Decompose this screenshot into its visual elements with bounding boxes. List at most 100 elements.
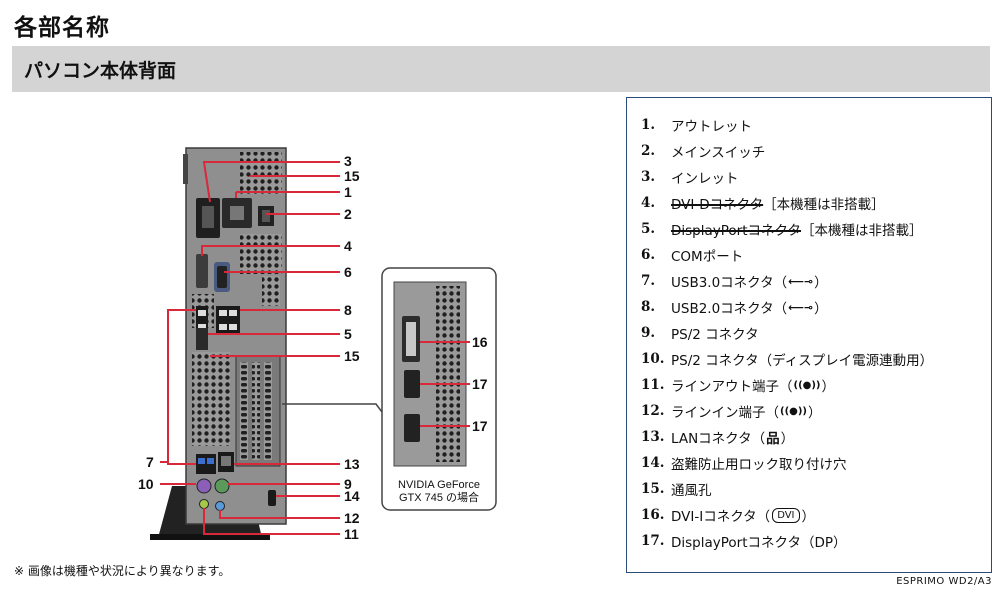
- dvi-d-port: [196, 254, 208, 288]
- legend-number: 3.: [641, 169, 656, 185]
- legend-number: 11.: [641, 377, 665, 393]
- legend-number: 4.: [641, 195, 656, 211]
- callout-16: 16: [472, 334, 488, 350]
- callout-13: 13: [344, 456, 360, 472]
- legend-number: 13.: [641, 429, 665, 445]
- line-out-jack: [199, 499, 209, 509]
- legend-item-2: 2. メインスイッチ: [641, 138, 933, 164]
- callout-5: 5: [344, 326, 352, 342]
- legend-tail: ）: [814, 275, 828, 291]
- legend-label: PS/2 コネクタ（ディスプレイ電源連動用）: [671, 353, 934, 369]
- legend-number: 6.: [641, 247, 656, 263]
- callout-10: 10: [138, 476, 154, 492]
- callout-11: 11: [344, 526, 359, 542]
- legend-label: メインスイッチ: [671, 145, 766, 161]
- legend-tail: ）: [808, 405, 822, 421]
- legend-item-1: 1. アウトレット: [641, 112, 933, 138]
- legend-tail: ）: [814, 301, 828, 317]
- line-out-icon: ((●)): [793, 379, 821, 391]
- legend-number: 15.: [641, 481, 665, 497]
- inset-caption-line2: GTX 745 の場合: [399, 490, 479, 504]
- callout-7: 7: [146, 454, 154, 470]
- pc-rear-illustration: 3 15 1 2 4 6 8 5 15 7 13 10 9 14 12 11: [138, 147, 497, 542]
- footnote: ※ 画像は機種や状況により異なります。: [14, 564, 231, 578]
- ps2-port-green: [214, 478, 230, 494]
- displayport-onboard: [196, 328, 208, 350]
- lock-hole: [268, 490, 276, 506]
- gpu-dp-port-1: [404, 370, 420, 398]
- legend-label: LANコネクタ（: [671, 431, 766, 447]
- usb-icon: ⟵⊸: [788, 274, 814, 288]
- legend-number: 14.: [641, 455, 665, 471]
- legend-label: DisplayPortコネクタ: [671, 223, 801, 239]
- legend-item-8: 8. USB2.0コネクタ（⟵⊸）: [641, 294, 933, 320]
- rear-panel-diagram: 3 15 1 2 4 6 8 5 15 7 13 10 9 14 12 11: [0, 94, 620, 554]
- vent-mid: [240, 234, 282, 274]
- legend-number: 10.: [641, 351, 665, 367]
- legend-note: ［本機種は非搭載］: [763, 197, 885, 213]
- legend-number: 16.: [641, 507, 665, 523]
- legend-label: COMポート: [671, 249, 744, 265]
- callout-3: 3: [344, 153, 352, 169]
- callout-8: 8: [344, 302, 352, 318]
- callout-1: 1: [344, 184, 352, 200]
- callout-2: 2: [344, 206, 352, 222]
- legend-label: PS/2 コネクタ: [671, 327, 759, 343]
- callout-lines: [160, 161, 340, 535]
- legend-label: アウトレット: [671, 119, 752, 135]
- legend-number: 12.: [641, 403, 665, 419]
- legend-item-7: 7. USB3.0コネクタ（⟵⊸）: [641, 268, 933, 294]
- legend-item-3: 3. インレット: [641, 164, 933, 190]
- dvi-icon: DVI: [772, 507, 800, 523]
- model-name: ESPRIMO WD2/A3: [896, 576, 992, 587]
- legend-item-6: 6. COMポート: [641, 242, 933, 268]
- callout-15-top: 15: [344, 168, 360, 184]
- legend-label: USB3.0コネクタ（: [671, 275, 788, 291]
- legend-number: 9.: [641, 325, 656, 341]
- legend-item-15: 15.通風孔: [641, 476, 933, 502]
- legend-item-9: 9. PS/2 コネクタ: [641, 320, 933, 346]
- line-in-jack: [215, 501, 225, 511]
- legend-item-5: 5. DisplayPortコネクタ［本機種は非搭載］: [641, 216, 933, 242]
- inset-caption-line1: NVIDIA GeForce: [398, 479, 480, 491]
- legend-label: ラインアウト端子（: [671, 379, 793, 395]
- legend-label: ラインイン端子（: [671, 405, 779, 421]
- legend-note: ［本機種は非搭載］: [800, 223, 923, 239]
- legend-item-14: 14. 盗難防止用ロック取り付け穴: [641, 450, 933, 476]
- legend-item-17: 17. DisplayPortコネクタ（DP）: [641, 528, 933, 554]
- legend-tail: ）: [780, 431, 795, 447]
- legend-label: 盗難防止用ロック取り付け穴: [671, 457, 847, 473]
- callout-15-mid: 15: [344, 348, 360, 364]
- legend-label: DVI-Dコネクタ: [671, 197, 764, 213]
- legend-number: 2.: [641, 143, 656, 159]
- callout-12: 12: [344, 510, 360, 526]
- legend-item-10: 10. PS/2 コネクタ（ディスプレイ電源連動用）: [641, 346, 933, 372]
- legend-number: 7.: [641, 273, 656, 289]
- section-header: パソコン本体背面: [12, 46, 990, 92]
- line-in-icon: ((●)): [780, 405, 808, 417]
- legend-tail: ）: [821, 379, 836, 395]
- vent-left: [192, 352, 230, 446]
- legend-item-13: 13.LANコネクタ（品）: [641, 424, 933, 450]
- callout-4: 4: [344, 238, 352, 254]
- legend-number: 17.: [641, 533, 665, 549]
- callout-17-a: 17: [472, 376, 488, 392]
- gpu-dp-port-2: [404, 414, 420, 442]
- section-title: パソコン本体背面: [24, 60, 177, 82]
- callout-17-b: 17: [472, 418, 488, 434]
- legend-label: インレット: [671, 171, 739, 187]
- legend-tail: ）: [801, 509, 816, 525]
- legend-number: 1.: [641, 117, 656, 133]
- usb-icon: ⟵⊸: [788, 300, 814, 314]
- legend-item-12: 12. ラインイン端子（((●))）: [641, 398, 933, 424]
- legend-number: 8.: [641, 299, 656, 315]
- legend-item-11: 11. ラインアウト端子（((●))）: [641, 372, 933, 398]
- legend-number: 5.: [641, 221, 656, 237]
- legend-label: USB2.0コネクタ（: [671, 301, 788, 317]
- legend-label: DisplayPortコネクタ（DP）: [671, 535, 847, 551]
- ps2-port-purple: [196, 478, 212, 494]
- callout-9: 9: [344, 476, 352, 492]
- page-title: 各部名称: [14, 15, 110, 41]
